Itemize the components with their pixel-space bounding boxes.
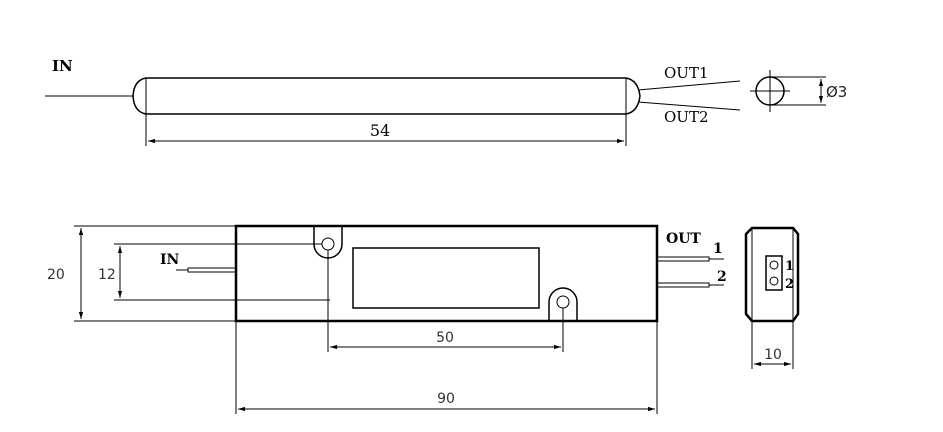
box-port1-label: 1 bbox=[713, 241, 723, 257]
box-output-fiber-2 bbox=[656, 282, 710, 288]
box-port2-label: 2 bbox=[717, 269, 727, 285]
tube-out1-label: OUT1 bbox=[664, 64, 709, 82]
tube-output-fiber-1 bbox=[637, 80, 741, 91]
box-input-fiber bbox=[187, 267, 237, 273]
side-width-dim: 10 bbox=[764, 347, 782, 363]
mounting-hole-bottom bbox=[556, 295, 570, 309]
diameter-dim: Ø3 bbox=[826, 83, 847, 101]
tube-in-label: IN bbox=[52, 57, 73, 75]
box-body bbox=[234, 224, 659, 323]
box-view: IN OUT 1 2 20 12 50 90 bbox=[47, 224, 727, 414]
side-port2-label: 2 bbox=[785, 277, 794, 292]
tube-out2-label: OUT2 bbox=[664, 108, 709, 126]
side-port1-label: 1 bbox=[785, 259, 794, 274]
tube-length-dim: 54 bbox=[370, 121, 390, 140]
hole-spacing-dim: 50 bbox=[436, 330, 454, 346]
box-in-label: IN bbox=[160, 252, 180, 268]
box-label-window bbox=[352, 247, 540, 309]
side-view: 1 2 10 bbox=[744, 226, 800, 369]
box-length-dim: 90 bbox=[437, 391, 455, 407]
tube-cross-section: Ø3 bbox=[750, 70, 847, 112]
side-port-frame bbox=[765, 255, 783, 291]
height-dim: 20 bbox=[47, 267, 65, 283]
tube-output-fiber-2 bbox=[637, 101, 741, 111]
box-output-fiber-1 bbox=[656, 256, 710, 262]
tube-body bbox=[132, 77, 641, 115]
inner-height-dim: 12 bbox=[98, 267, 116, 283]
box-out-label: OUT bbox=[666, 231, 701, 247]
mounting-tab-bottom bbox=[548, 287, 578, 321]
side-port-2-hole bbox=[769, 276, 779, 286]
mounting-hole-top bbox=[321, 237, 335, 251]
side-port-1-hole bbox=[769, 260, 779, 270]
tube-view: IN OUT1 OUT2 54 bbox=[45, 57, 741, 146]
side-body bbox=[744, 226, 800, 323]
